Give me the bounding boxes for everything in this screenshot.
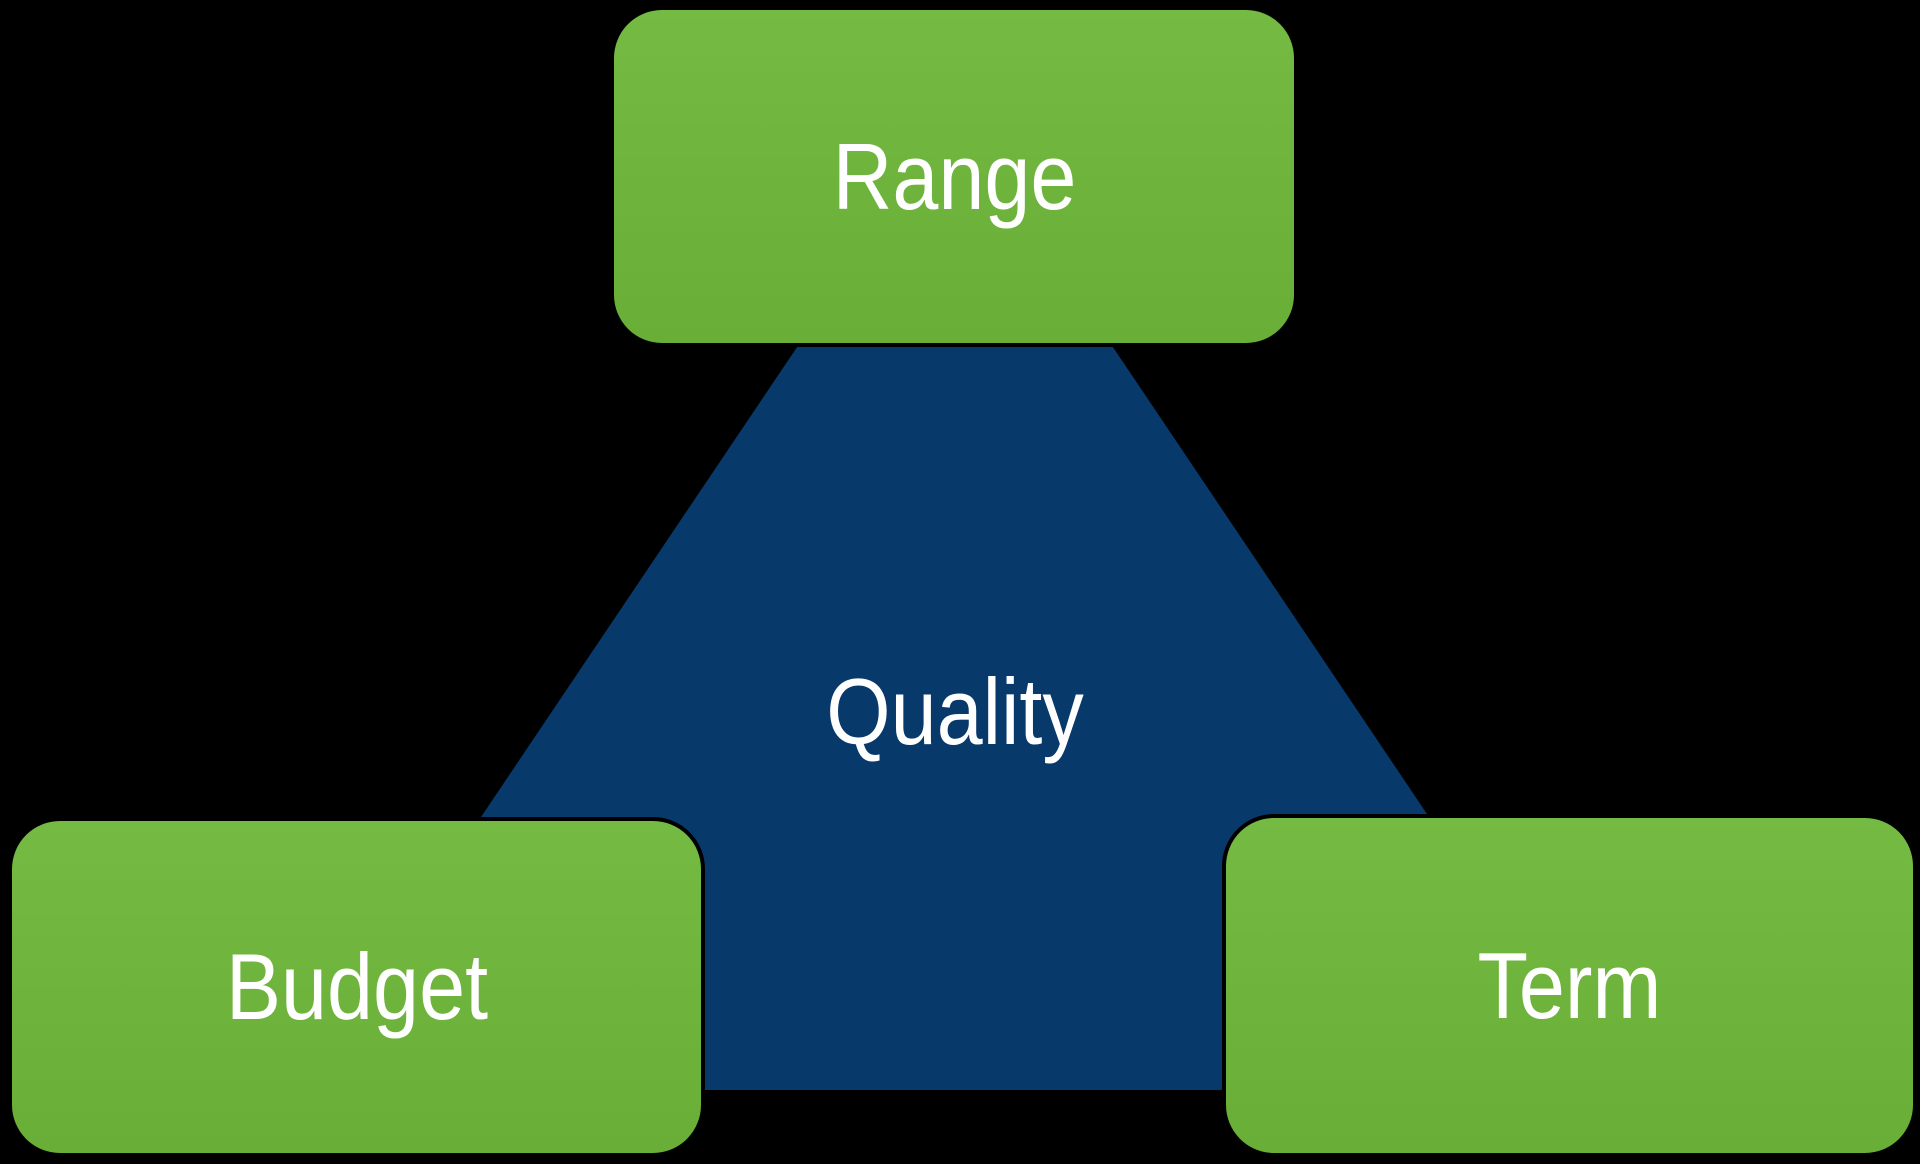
quality-label: Quality	[826, 659, 1084, 764]
range-label: Range	[832, 123, 1076, 229]
term-label: Term	[1477, 932, 1662, 1038]
quality-label-wrap: Quality	[809, 665, 1102, 759]
range-box: Range	[610, 6, 1298, 347]
term-box: Term	[1222, 814, 1917, 1157]
budget-label: Budget	[225, 934, 488, 1039]
budget-box: Budget	[8, 817, 705, 1157]
